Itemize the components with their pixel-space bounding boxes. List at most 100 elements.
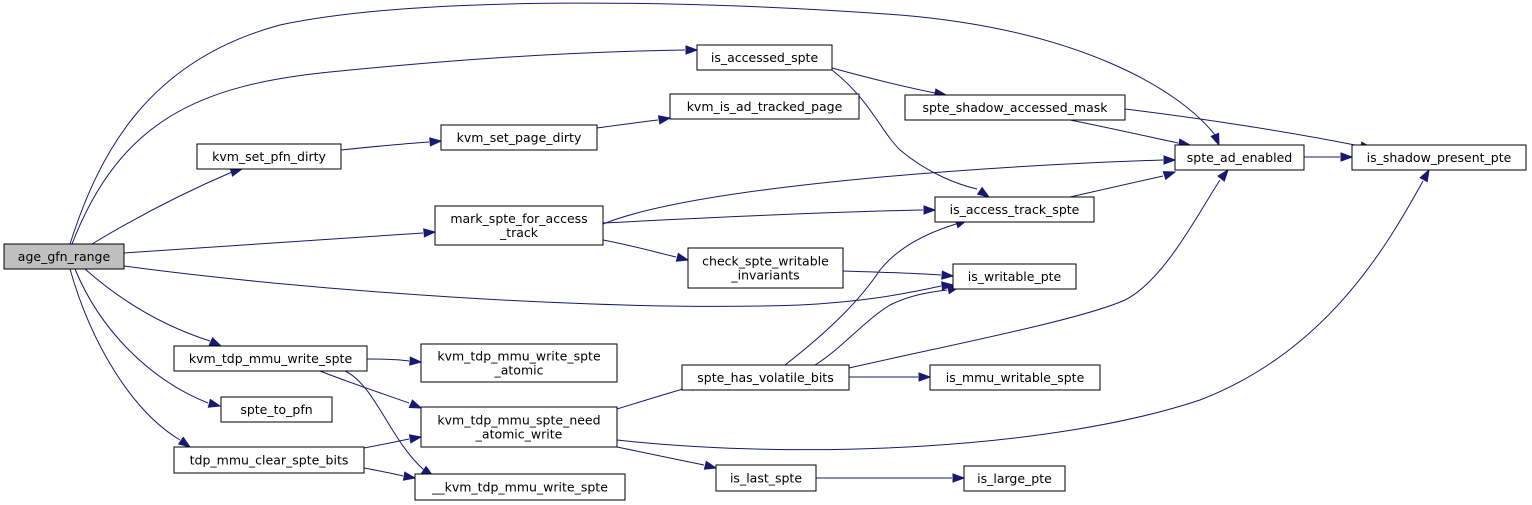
edge-age_gfn_range-to-tdp_mmu_clear_spte_bits (69, 268, 192, 448)
arrowhead-icon (675, 252, 690, 262)
node-label: _atomic (494, 363, 544, 378)
arrowhead-icon (657, 115, 672, 125)
node-label: spte_to_pfn (240, 402, 312, 417)
edge-line (363, 467, 404, 477)
edge-line (842, 270, 942, 276)
arrowhead-icon (703, 460, 718, 470)
edge-line (344, 370, 425, 471)
node-label: __kvm_tdp_mmu_write_spte (431, 480, 608, 495)
node-label: _track (499, 225, 539, 240)
nodes-layer: age_gfn_rangeis_accessed_sptespte_ad_ena… (3, 44, 1527, 501)
node-spte-has-volatile-bits[interactable]: spte_has_volatile_bits (681, 364, 850, 391)
node-label: tdp_mmu_clear_spte_bits (190, 453, 349, 468)
arrowhead-icon (1210, 132, 1220, 147)
node-check-spte-writable-invariants[interactable]: check_spte_writable_invariants (687, 247, 844, 289)
edge-line (69, 2, 1216, 245)
node-kvm-tdp-mmu-write-spte[interactable]: __kvm_tdp_mmu_write_spte (414, 473, 626, 501)
node-label: is_accessed_spte (711, 50, 819, 65)
node-box (1351, 144, 1527, 171)
node-label: kvm_tdp_mmu_write_spte (437, 349, 601, 364)
node-label: _invariants (730, 268, 799, 283)
node-label: kvm_set_pfn_dirty (212, 149, 326, 164)
edge-age_gfn_range-to-spte_to_pfn (74, 268, 222, 408)
edge-spte_shadow_accessed_mask-to-is_shadow_present_pte (1124, 108, 1374, 151)
node-label: kvm_is_ad_tracked_page (687, 99, 843, 114)
arrowhead-icon (429, 137, 443, 147)
node-box (173, 345, 368, 372)
edge-line (814, 289, 948, 366)
node-box (952, 263, 1077, 290)
node-box (963, 465, 1066, 492)
node-tdp-mmu-clear-spte-bits[interactable]: tdp_mmu_clear_spte_bits (173, 446, 365, 474)
arrowhead-icon (685, 45, 699, 55)
edge-kvm_tdp_mmu_spte_need_atomic_write-to-is_shadow_present_pte (616, 168, 1430, 451)
node-label: kvm_tdp_mmu_spte_need (437, 413, 600, 428)
node-is-access-track-spte[interactable]: is_access_track_spte (934, 196, 1095, 223)
node-kvm-set-page-dirty[interactable]: kvm_set_page_dirty (440, 124, 598, 151)
edge-spte_shadow_accessed_mask-to-spte_ad_enabled (1069, 119, 1192, 148)
node-box (173, 446, 365, 474)
node-kvm-set-pfn-dirty[interactable]: kvm_set_pfn_dirty (196, 143, 342, 170)
node-is-mmu-writable-spte[interactable]: is_mmu_writable_spte (929, 364, 1101, 391)
node-box (3, 243, 125, 270)
node-box (669, 93, 860, 120)
node-box (440, 124, 598, 151)
node-box (696, 44, 833, 71)
edge-age_gfn_range-to-kvm_set_pfn_dirty (91, 167, 244, 245)
node-kvm-tdp-mmu-write-spte[interactable]: kvm_tdp_mmu_write_spte (173, 345, 368, 372)
node-label: is_access_track_spte (950, 202, 1080, 217)
node-label: is_shadow_present_pte (1367, 150, 1512, 165)
node-spte-to-pfn[interactable]: spte_to_pfn (220, 396, 333, 423)
node-is-last-spte[interactable]: is_last_spte (715, 464, 817, 492)
edge-age_gfn_range-to-spte_ad_enabled (69, 2, 1220, 245)
edge-line (616, 180, 1424, 451)
node-label: is_large_pte (977, 471, 1052, 486)
node-is-large-pte[interactable]: is_large_pte (963, 465, 1066, 492)
node-kvm-is-ad-tracked-page[interactable]: kvm_is_ad_tracked_page (669, 93, 860, 120)
node-spte-ad-enabled[interactable]: spte_ad_enabled (1174, 144, 1305, 171)
node-mark-spte-for-access-track[interactable]: mark_spte_for_access_track (434, 205, 604, 246)
edge-line (596, 119, 659, 129)
node-label: check_spte_writable (702, 254, 829, 269)
edge-spte_has_volatile_bits-to-is_access_track_spte (784, 219, 969, 366)
arrowhead-icon (409, 356, 423, 366)
arrowhead-icon (402, 471, 417, 481)
edge-line (616, 446, 705, 466)
node-kvm-tdp-mmu-write-spte-atomic[interactable]: kvm_tdp_mmu_write_spte_atomic (420, 343, 618, 383)
arrowhead-icon (408, 399, 423, 409)
edge-mark_spte_for_access_track-to-check_spte_writable_invariants (602, 239, 690, 262)
edge-spte_has_volatile_bits-to-is_writable_pte (814, 285, 961, 366)
edge-line (602, 239, 677, 258)
edge-line (319, 370, 410, 404)
arrowhead-icon (923, 205, 937, 215)
node-is-shadow-present-pte[interactable]: is_shadow_present_pte (1351, 144, 1527, 171)
edge-line (616, 386, 691, 410)
arrowhead-icon (941, 270, 955, 280)
edge-line (69, 268, 181, 441)
edge-kvm_set_page_dirty-to-kvm_is_ad_tracked_page (596, 115, 672, 129)
node-kvm-tdp-mmu-spte-need-atomic-write[interactable]: kvm_tdp_mmu_spte_need_atomic_write (420, 406, 618, 448)
edge-tdp_mmu_clear_spte_bits-to-__kvm_tdp_mmu_write_spte (363, 467, 417, 481)
node-box (1174, 144, 1305, 171)
node-spte-shadow-accessed-mask[interactable]: spte_shadow_accessed_mask (904, 94, 1126, 121)
edge-kvm_set_pfn_dirty-to-kvm_set_page_dirty (340, 137, 443, 151)
node-label: mark_spte_for_access (450, 211, 587, 226)
edge-spte_has_volatile_bits-to-spte_ad_enabled (848, 168, 1229, 369)
node-label: kvm_set_page_dirty (457, 130, 582, 145)
edge-line (602, 209, 924, 224)
node-is-accessed-spte[interactable]: is_accessed_spte (696, 44, 833, 71)
arrowhead-icon (208, 336, 223, 347)
edge-line (831, 67, 936, 94)
node-box (434, 205, 604, 246)
node-box (934, 196, 1095, 223)
edge-line (848, 179, 1221, 369)
edge-line (123, 265, 942, 307)
node-label: is_last_spte (730, 471, 802, 486)
node-is-writable-pte[interactable]: is_writable_pte (952, 263, 1077, 290)
edge-line (784, 223, 957, 366)
edge-is_accessed_spte-to-is_access_track_spte (831, 69, 991, 198)
edge-line (366, 358, 410, 362)
node-box (681, 364, 850, 391)
node-label: spte_ad_enabled (1187, 150, 1292, 165)
